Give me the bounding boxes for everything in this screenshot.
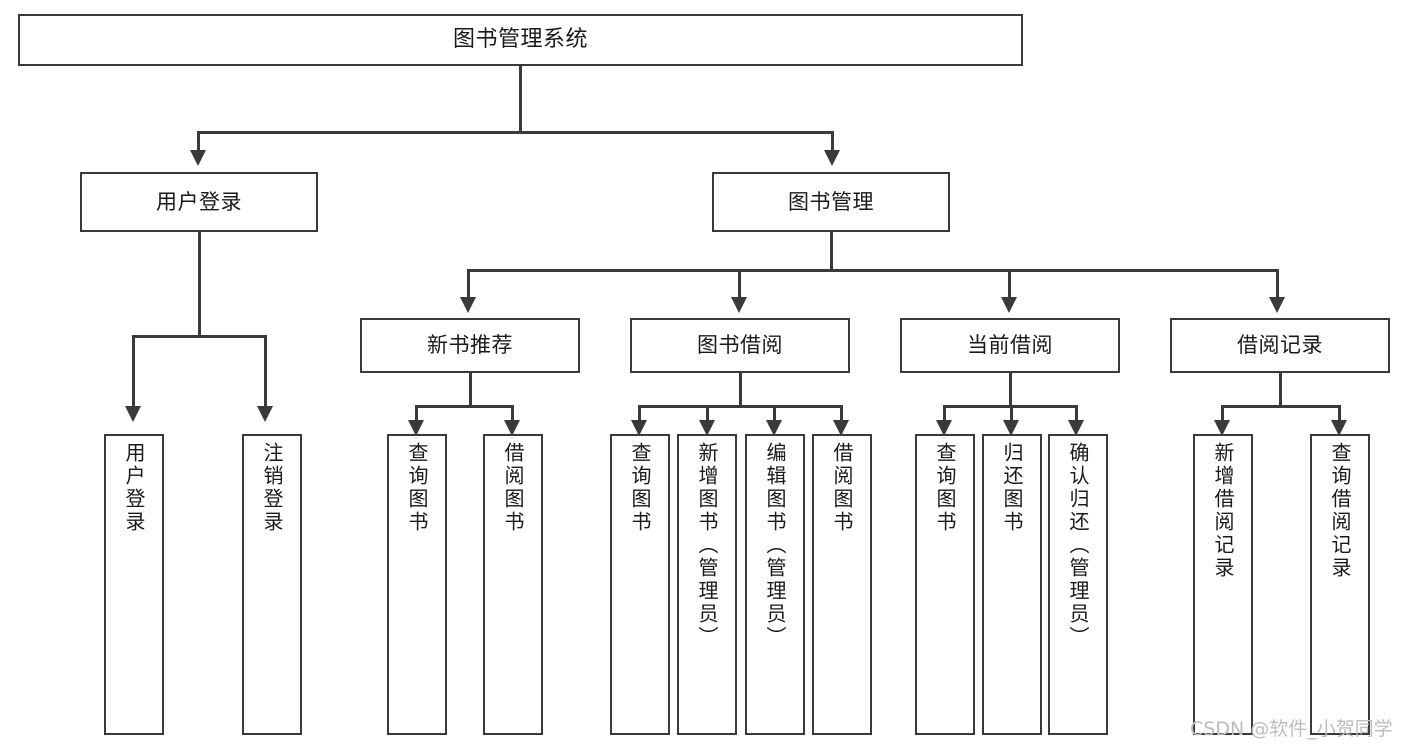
connector-book-borrow-bus (638, 405, 843, 408)
arrowhead-nb-leaf-1 (408, 420, 424, 436)
leaf-br-query-record[interactable]: 查询借阅记录 (1310, 434, 1370, 735)
connector-bb-leaf-4 (840, 405, 843, 427)
connector-to-leaf-logout (264, 335, 267, 410)
connector-to-new-book-recommend (467, 269, 470, 301)
leaf-bb-query-book[interactable]: 查询图书 (610, 434, 670, 735)
node-current-borrow[interactable]: 当前借阅 (900, 318, 1120, 373)
connector-borrow-record-stem (1279, 373, 1282, 407)
connector-book-borrow-stem (739, 373, 742, 407)
leaf-cb-return-book[interactable]: 归还图书 (982, 434, 1042, 735)
arrowhead-bb-leaf-2 (699, 420, 715, 436)
node-label: 查询图书 (405, 442, 429, 534)
connector-cb-leaf-3 (1075, 405, 1078, 427)
arrowhead-leaf-user-login (125, 406, 141, 422)
connector-current-borrow-stem (1009, 373, 1012, 407)
arrowhead-bb-leaf-4 (833, 420, 849, 436)
arrowhead-user-login (190, 150, 206, 166)
node-label: 新增借阅记录 (1211, 442, 1235, 580)
csdn-watermark: CSDN @软件_小贺同学 (1190, 718, 1393, 740)
connector-book-manage-bus (467, 269, 1279, 272)
node-label: 图书借阅 (697, 333, 783, 358)
connector-root-to-user-login (197, 131, 200, 154)
leaf-cb-confirm-return-admin[interactable]: 确认归还（管理员） (1048, 434, 1108, 735)
node-label: 新增图书（管理员） (695, 442, 719, 649)
arrowhead-leaf-logout (257, 406, 273, 422)
node-label: 用户登录 (122, 442, 146, 534)
connector-book-manage-stem (830, 232, 833, 272)
node-label: 借阅图书 (830, 442, 854, 534)
connector-borrow-record-bus (1221, 405, 1340, 408)
leaf-nb-borrow-book[interactable]: 借阅图书 (483, 434, 543, 735)
node-label: 查询借阅记录 (1328, 442, 1352, 580)
leaf-br-add-record[interactable]: 新增借阅记录 (1193, 434, 1253, 735)
arrowhead-book-manage (824, 150, 840, 166)
connector-user-login-stem (198, 232, 201, 337)
node-book-management[interactable]: 图书管理 (712, 172, 950, 232)
arrowhead-cb-leaf-2 (1003, 420, 1019, 436)
leaf-nb-query-book[interactable]: 查询图书 (387, 434, 447, 735)
connector-br-leaf-1 (1221, 405, 1224, 427)
leaf-bb-add-book-admin[interactable]: 新增图书（管理员） (677, 434, 737, 735)
leaf-user-login[interactable]: 用户登录 (104, 434, 164, 735)
node-label: 新书推荐 (427, 333, 513, 358)
connector-nb-leaf-2 (511, 405, 514, 427)
node-label: 查询图书 (628, 442, 652, 534)
leaf-cb-query-book[interactable]: 查询图书 (915, 434, 975, 735)
connector-to-borrow-record (1276, 269, 1279, 301)
connector-bb-leaf-2 (706, 405, 709, 427)
node-label: 注销登录 (260, 442, 284, 534)
connector-to-leaf-user-login (132, 335, 135, 410)
arrowhead-cb-leaf-1 (936, 420, 952, 436)
node-label: 确认归还（管理员） (1066, 442, 1090, 649)
node-borrow-record[interactable]: 借阅记录 (1170, 318, 1390, 373)
arrowhead-bb-leaf-3 (766, 420, 782, 436)
arrowhead-current-borrow (1001, 297, 1017, 313)
connector-new-book-bus (415, 405, 513, 408)
arrowhead-cb-leaf-3 (1068, 420, 1084, 436)
node-label: 图书管理系统 (452, 27, 588, 53)
arrowhead-br-leaf-1 (1214, 420, 1230, 436)
connector-br-leaf-2 (1338, 405, 1341, 427)
arrowhead-nb-leaf-2 (504, 420, 520, 436)
leaf-bb-borrow-book[interactable]: 借阅图书 (812, 434, 872, 735)
node-label: 图书管理 (788, 189, 874, 214)
leaf-bb-edit-book-admin[interactable]: 编辑图书（管理员） (745, 434, 805, 735)
arrowhead-new-book-recommend (460, 297, 476, 313)
node-new-book-recommend[interactable]: 新书推荐 (360, 318, 580, 373)
arrowhead-borrow-record (1269, 297, 1285, 313)
node-user-login[interactable]: 用户登录 (80, 172, 318, 232)
node-label: 查询图书 (933, 442, 957, 534)
leaf-logout[interactable]: 注销登录 (242, 434, 302, 735)
connector-root-to-book-manage (831, 131, 834, 154)
node-label: 借阅记录 (1237, 333, 1323, 358)
arrowhead-br-leaf-2 (1331, 420, 1347, 436)
connector-cb-leaf-1 (943, 405, 946, 427)
connector-to-current-borrow (1008, 269, 1011, 301)
arrowhead-bb-leaf-1 (631, 420, 647, 436)
connector-bb-leaf-3 (773, 405, 776, 427)
node-book-borrow[interactable]: 图书借阅 (630, 318, 850, 373)
node-label: 用户登录 (156, 189, 242, 214)
connector-cb-leaf-2 (1010, 405, 1013, 427)
node-label: 编辑图书（管理员） (763, 442, 787, 649)
node-root-system[interactable]: 图书管理系统 (18, 14, 1023, 66)
connector-nb-leaf-1 (415, 405, 418, 427)
connector-new-book-stem (469, 373, 472, 407)
connector-root-bus (197, 131, 834, 134)
arrowhead-book-borrow (731, 297, 747, 313)
connector-bb-leaf-1 (638, 405, 641, 427)
node-label: 借阅图书 (501, 442, 525, 534)
node-label: 归还图书 (1000, 442, 1024, 534)
node-label: 当前借阅 (967, 333, 1053, 358)
connector-root-stem (519, 66, 522, 133)
connector-user-login-bus (132, 335, 267, 338)
connector-to-book-borrow (738, 269, 741, 301)
